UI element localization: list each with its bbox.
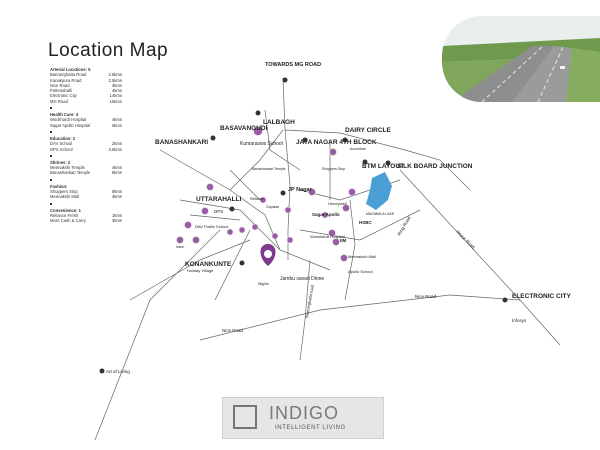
madiwala-lake (366, 172, 392, 210)
label-ring-road: Ring Road (397, 215, 412, 236)
label-basavangudi: BASAVANGUDI (220, 125, 268, 132)
label-reliance: Reliance (250, 197, 264, 201)
label-wockhardt: Wockhardt Hospital (310, 234, 345, 239)
label-hsbc: HSBC (359, 220, 373, 225)
legend-bullet (50, 202, 52, 205)
road-network (94, 77, 561, 441)
legend-heading: Convenience: 1 (50, 207, 81, 213)
legend-heading: Fashion: (50, 183, 68, 189)
label-hosur-road: Hosur Road (455, 229, 476, 250)
legend-bullet (50, 178, 52, 181)
label-holiday-village: Holiday Village (187, 268, 214, 273)
label-mg-road: TOWARDS MG ROAD (265, 62, 321, 68)
legend-heading: Arterial Locations: 5 (50, 67, 91, 72)
label-kumarasws-school: Kumarasws School (240, 141, 283, 147)
brand-tagline: INTELLIGENT LIVING (275, 425, 346, 431)
label-gopalan: Gopalan (266, 205, 279, 209)
label-meenakshi-mall: Meenakshi Mall (348, 254, 376, 259)
legend-heading: Education: 2 (50, 135, 76, 141)
legend-bullet (50, 130, 52, 133)
label-honeywell: Honeywell (328, 201, 347, 206)
label-dps: DPS (214, 209, 223, 214)
label-banashankari-temple: Banashankari Temple (252, 167, 286, 171)
label-nilgiris: Nilgiris (258, 282, 269, 286)
label-uttarahalli: UTTARAHALLI (196, 196, 242, 203)
label-electronic-city: ELECTRONIC CITY (512, 293, 572, 300)
indigo-logo: INDIGO INTELLIGENT LIVING (222, 397, 384, 439)
label-apollo-school: Apollo School (348, 269, 373, 274)
label-banashankari: BANASHANKARI (155, 139, 208, 146)
highway-photo (442, 16, 600, 102)
poi-markers (176, 126, 356, 262)
label-nice-road-west: Nice Road (222, 328, 244, 333)
label-infosys: Infosys (512, 318, 527, 323)
label-dav: DAV Public School (195, 224, 228, 229)
legend-bullet (50, 107, 52, 110)
label-sagar-apollo: Sagar Apollo (312, 212, 340, 217)
label-silkboard: SILK BOARD JUNCTION (397, 163, 473, 170)
label-dairy-circle: DAIRY CIRCLE (345, 127, 392, 134)
label-btm: BTM LAYOUT (362, 163, 404, 170)
page-title: Location Map (48, 40, 169, 61)
legend-heading: Health Care: 4 (50, 112, 79, 118)
brand-name: INDIGO (269, 403, 340, 423)
label-jambu: Jambu savari Dinne (280, 276, 324, 282)
legend-bullet (50, 154, 52, 157)
legend-heading: Shrines: 2 (50, 159, 71, 165)
label-iim: IIM (340, 238, 347, 243)
label-accenture: Accenture (350, 147, 366, 151)
project-pin[interactable] (260, 244, 276, 266)
label-shoppers-stop: Shoppers Stop (322, 167, 345, 171)
label-lalbagh: LALBAGH (263, 119, 295, 126)
label-bannerghatta-road: Bannerghatta road (304, 285, 315, 319)
label-art-of-living: Art of Living (106, 369, 130, 374)
label-madiwala-lake: MADIWALA LAKE (366, 212, 395, 216)
label-jpnagar: JP Nagar (288, 187, 313, 193)
building-logo-icon (233, 405, 257, 429)
junction-dots (99, 77, 508, 374)
label-konankunte: KONANKUNTE (185, 261, 232, 268)
label-iskon: Iskon (176, 245, 184, 249)
label-nice-road-east: Nice Road (415, 294, 437, 299)
label-jayanagar: JAYA NAGAR 4TH BLOCK (296, 139, 377, 146)
